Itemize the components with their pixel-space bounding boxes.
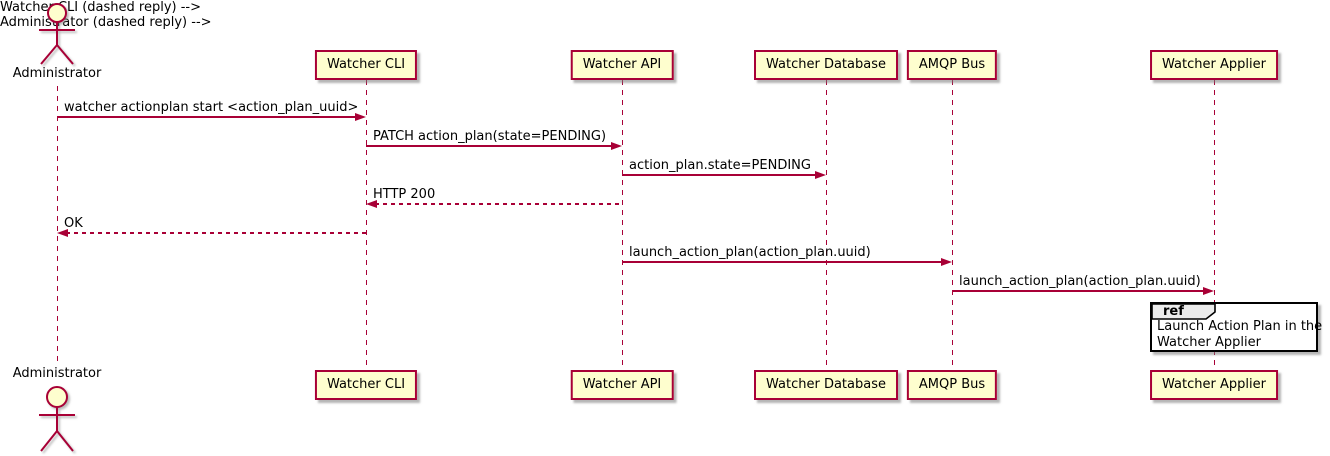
message-line xyxy=(57,116,357,118)
message-label: PATCH action_plan(state=PENDING) xyxy=(373,129,607,144)
arrowhead-left-icon xyxy=(57,229,68,237)
message-line xyxy=(375,203,622,205)
message-label: action_plan.state=PENDING xyxy=(629,158,811,173)
arrowhead-right-icon xyxy=(815,171,826,179)
participant-top-watcher-applier: Watcher Applier xyxy=(1150,50,1278,80)
lifeline-watcher-api xyxy=(622,80,623,370)
participant-top-watcher-cli: Watcher CLI xyxy=(314,50,418,80)
participant-top-watcher-api: Watcher API xyxy=(570,50,674,80)
participant-bottom-watcher-applier: Watcher Applier xyxy=(1150,370,1278,400)
ref-keyword-label: ref xyxy=(1163,304,1184,319)
message-label: OK xyxy=(64,216,83,231)
lifeline-watcher-applier xyxy=(1214,80,1215,370)
message-label: launch_action_plan(action_plan.uuid) xyxy=(629,245,871,260)
participant-top-amqp-bus: AMQP Bus xyxy=(906,50,998,80)
participant-bottom-amqp-bus: AMQP Bus xyxy=(906,370,998,400)
actor-label-top: Administrator xyxy=(12,66,102,81)
ref-tab-pentagon-icon xyxy=(1151,303,1216,320)
lifeline-watcher-database xyxy=(826,80,827,370)
message-line xyxy=(66,232,366,234)
message-label: launch_action_plan(action_plan.uuid) xyxy=(959,274,1201,289)
lifeline-administrator xyxy=(57,86,58,366)
actor-icon xyxy=(39,3,75,65)
participant-bottom-watcher-database: Watcher Database xyxy=(754,370,898,400)
arrowhead-right-icon xyxy=(1203,287,1214,295)
arrowhead-left-icon xyxy=(366,200,377,208)
message-line xyxy=(622,174,817,176)
message-label: HTTP 200 xyxy=(373,187,436,202)
message-label: watcher actionplan start <action_plan_uu… xyxy=(64,100,359,115)
message-line xyxy=(366,145,613,147)
arrowhead-right-icon xyxy=(941,258,952,266)
ref-text-line-2: Watcher Applier xyxy=(1157,335,1261,350)
arrowhead-right-icon xyxy=(355,113,366,121)
message-line xyxy=(622,261,943,263)
ref-fragment: ref Launch Action Plan in the Watcher Ap… xyxy=(1150,302,1323,352)
arrowhead-right-icon xyxy=(611,142,622,150)
participant-bottom-watcher-api: Watcher API xyxy=(570,370,674,400)
actor-label-bottom: Administrator xyxy=(12,366,102,381)
message-line xyxy=(952,290,1205,292)
actor-icon xyxy=(39,386,75,452)
lifeline-watcher-cli xyxy=(366,80,367,370)
lifeline-amqp-bus xyxy=(952,80,953,370)
participant-top-watcher-database: Watcher Database xyxy=(754,50,898,80)
participant-bottom-watcher-cli: Watcher CLI xyxy=(314,370,418,400)
ref-text-line-1: Launch Action Plan in the xyxy=(1157,319,1323,334)
